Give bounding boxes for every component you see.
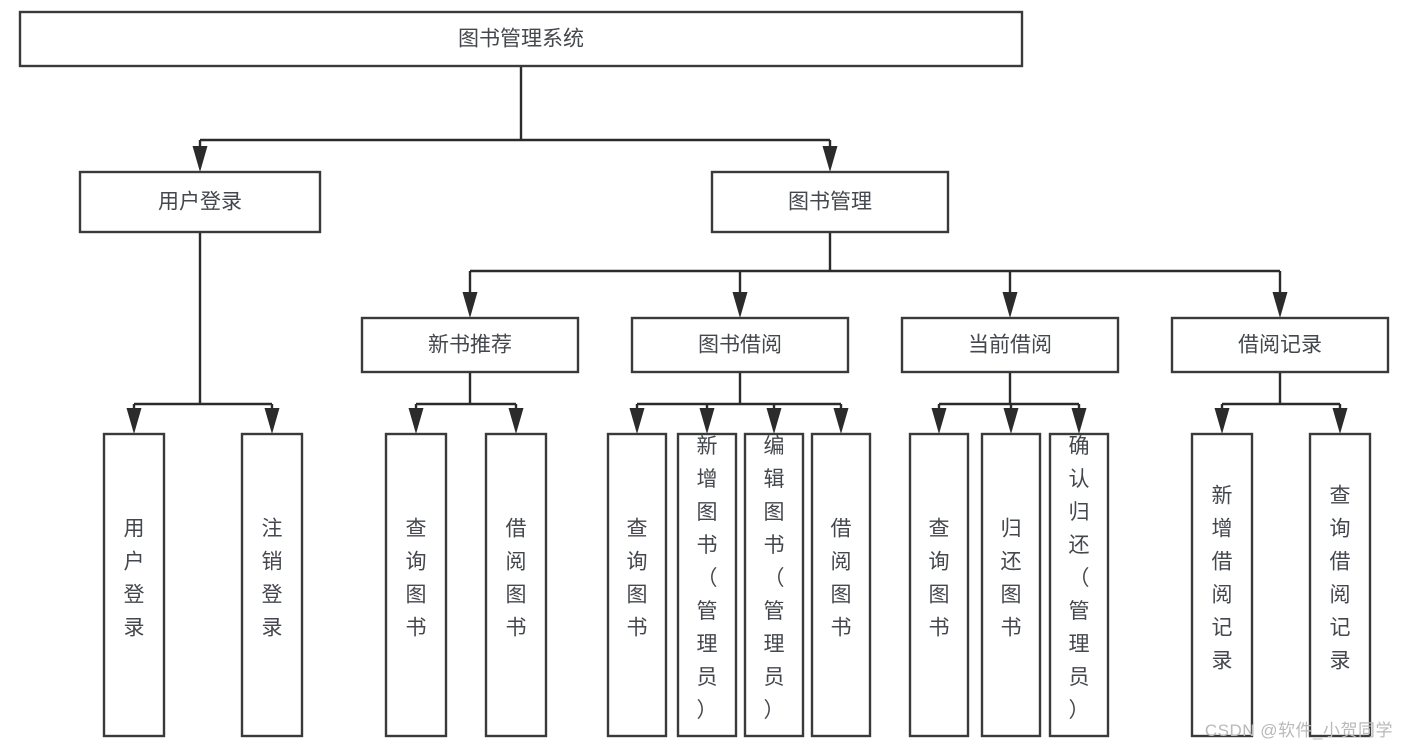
arrow-head-icon <box>508 408 524 434</box>
node-label: 借阅记录 <box>1238 334 1322 357</box>
node-root[interactable]: 图书管理系统 <box>18 10 1024 68</box>
node-label: 新书推荐 <box>428 334 512 357</box>
node-box[interactable] <box>1308 432 1372 738</box>
connector-group <box>931 372 1087 434</box>
node-box[interactable] <box>1190 432 1254 738</box>
arrow-head-icon <box>629 408 645 434</box>
node-layer: 图书管理系统用户登录图书管理新书推荐图书借阅当前借阅借阅记录用户登录注销登录查询… <box>18 10 1390 738</box>
node-new-book-recommend[interactable]: 新书推荐 <box>360 316 580 374</box>
node-box[interactable] <box>1170 316 1390 374</box>
node-leaf-edit-book[interactable]: 编辑图书（管理员） <box>743 432 805 738</box>
node-box[interactable] <box>384 432 448 738</box>
arrow-head-icon <box>1003 408 1019 434</box>
node-label: 归还图书 <box>1001 518 1022 640</box>
node-label: 图书管理系统 <box>458 28 584 51</box>
node-box[interactable] <box>606 432 668 738</box>
node-label: 编辑图书（管理员） <box>764 435 785 722</box>
arrow-head-icon <box>822 146 838 172</box>
arrow-head-icon <box>462 292 478 318</box>
connector-layer <box>126 66 1348 434</box>
node-box[interactable] <box>240 432 304 738</box>
node-leaf-user-login[interactable]: 用户登录 <box>102 432 166 738</box>
node-box[interactable] <box>676 432 738 738</box>
node-borrow-record[interactable]: 借阅记录 <box>1170 316 1390 374</box>
node-label: 用户登录 <box>124 518 145 640</box>
node-label: 用户登录 <box>158 191 242 214</box>
arrow-head-icon <box>1332 408 1348 434</box>
node-label: 注销登录 <box>262 518 283 640</box>
connector-group <box>462 232 1288 318</box>
node-label: 查询图书 <box>406 518 427 640</box>
node-leaf-add-borrow-record[interactable]: 新增借阅记录 <box>1190 432 1254 738</box>
node-box[interactable] <box>630 316 850 374</box>
node-label: 查询借阅记录 <box>1330 485 1351 673</box>
node-label: 借阅图书 <box>831 518 852 640</box>
node-box[interactable] <box>78 170 322 234</box>
node-leaf-borrow-book-1[interactable]: 借阅图书 <box>484 432 548 738</box>
node-leaf-query-book-1[interactable]: 查询图书 <box>384 432 448 738</box>
connector-group <box>192 66 838 172</box>
arrow-head-icon <box>1272 292 1288 318</box>
node-book-manage[interactable]: 图书管理 <box>710 170 950 234</box>
arrow-head-icon <box>699 408 715 434</box>
node-current-borrow[interactable]: 当前借阅 <box>900 316 1120 374</box>
node-box[interactable] <box>980 432 1042 738</box>
node-box[interactable] <box>1048 432 1110 738</box>
node-label: 查询图书 <box>929 518 950 640</box>
node-box[interactable] <box>484 432 548 738</box>
node-label: 新增图书（管理员） <box>697 435 718 722</box>
node-leaf-borrow-book-2[interactable]: 借阅图书 <box>810 432 872 738</box>
node-label: 借阅图书 <box>506 518 527 640</box>
node-box[interactable] <box>360 316 580 374</box>
node-box[interactable] <box>810 432 872 738</box>
arrow-head-icon <box>264 408 280 434</box>
arrow-head-icon <box>1071 408 1087 434</box>
arrow-head-icon <box>931 408 947 434</box>
node-book-borrow[interactable]: 图书借阅 <box>630 316 850 374</box>
node-leaf-confirm-return[interactable]: 确认归还（管理员） <box>1048 432 1110 738</box>
connector-group <box>629 372 849 434</box>
node-leaf-query-borrow-record[interactable]: 查询借阅记录 <box>1308 432 1372 738</box>
node-leaf-query-book-2[interactable]: 查询图书 <box>606 432 668 738</box>
node-box[interactable] <box>900 316 1120 374</box>
node-leaf-return-book[interactable]: 归还图书 <box>980 432 1042 738</box>
node-leaf-query-book-3[interactable]: 查询图书 <box>908 432 970 738</box>
connector-group <box>1214 372 1348 434</box>
arrow-head-icon <box>1002 292 1018 318</box>
node-label: 新增借阅记录 <box>1212 485 1233 673</box>
arrow-head-icon <box>408 408 424 434</box>
node-label: 当前借阅 <box>968 334 1052 357</box>
node-label: 图书管理 <box>788 191 872 214</box>
connector-group <box>126 232 280 434</box>
node-box[interactable] <box>908 432 970 738</box>
node-label: 确认归还（管理员） <box>1069 435 1090 722</box>
arrow-head-icon <box>192 146 208 172</box>
arrow-head-icon <box>833 408 849 434</box>
node-leaf-logout-login[interactable]: 注销登录 <box>240 432 304 738</box>
connector-group <box>408 372 524 434</box>
node-box[interactable] <box>710 170 950 234</box>
node-user-login[interactable]: 用户登录 <box>78 170 322 234</box>
arrow-head-icon <box>126 408 142 434</box>
arrow-head-icon <box>766 408 782 434</box>
node-label: 图书借阅 <box>698 334 782 357</box>
node-box[interactable] <box>102 432 166 738</box>
node-box[interactable] <box>18 10 1024 68</box>
node-leaf-add-book[interactable]: 新增图书（管理员） <box>676 432 738 738</box>
node-box[interactable] <box>743 432 805 738</box>
arrow-head-icon <box>1214 408 1230 434</box>
node-label: 查询图书 <box>627 518 648 640</box>
arrow-head-icon <box>732 292 748 318</box>
